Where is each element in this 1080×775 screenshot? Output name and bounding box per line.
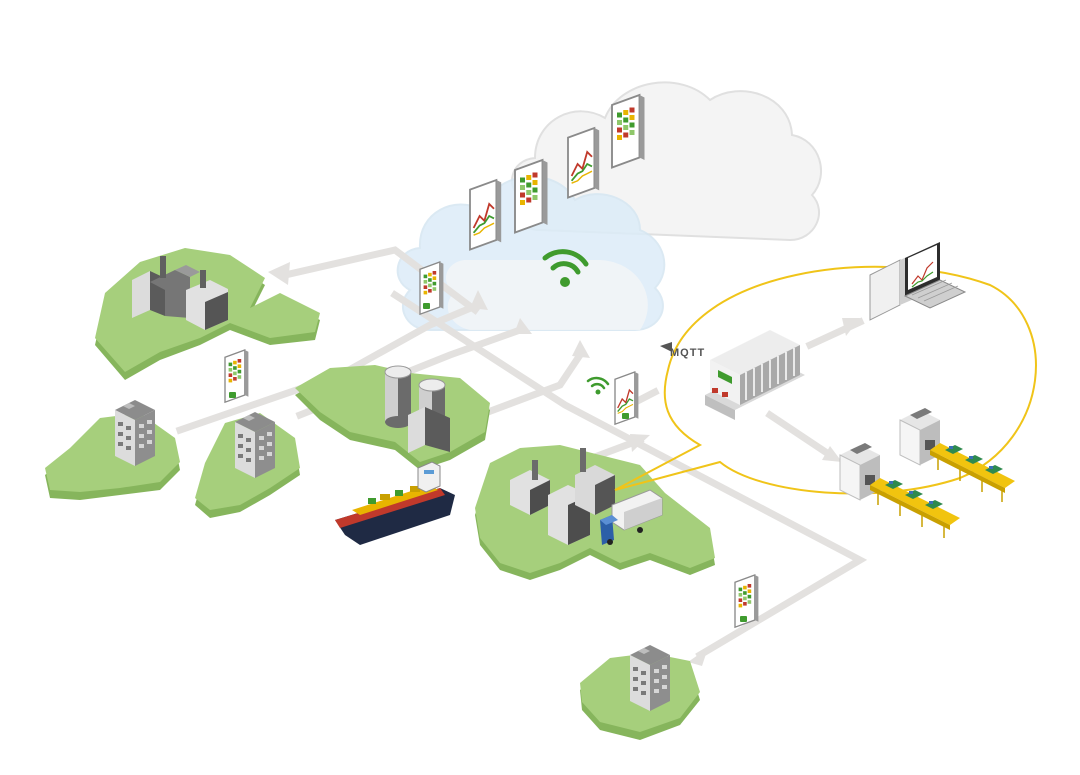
storage-tank-icon	[384, 365, 412, 428]
cloud-icon	[396, 81, 822, 331]
factory-icon	[408, 407, 450, 453]
production-machine-icon	[839, 443, 880, 501]
report-document-icon	[567, 127, 601, 199]
factory-icon	[510, 448, 615, 545]
office-building-icon	[235, 412, 275, 478]
heatmap-document-icon	[611, 94, 646, 169]
conveyor-belt-icon	[870, 478, 960, 538]
conveyor-belt-icon	[930, 443, 1015, 502]
edge-gateway-icon	[705, 330, 805, 420]
office-building-icon	[630, 645, 670, 711]
heatmap-document-icon	[224, 349, 250, 403]
report-document-icon	[469, 179, 503, 251]
wifi-icon	[542, 249, 589, 287]
gateway-zoom-callout	[614, 265, 1037, 495]
mqtt-arrow	[660, 342, 672, 352]
production-machine-icon	[899, 408, 940, 466]
arrow-heads	[268, 262, 860, 666]
wifi-icon	[586, 376, 610, 395]
office-building-icon	[115, 400, 155, 466]
heatmap-document-icon	[514, 159, 549, 234]
lock-icon	[229, 303, 747, 622]
laptop-icon	[869, 242, 967, 321]
mqtt-label: MQTT	[670, 347, 705, 359]
south-america-landmass	[45, 413, 180, 500]
container-ship-icon	[335, 461, 455, 545]
factory-icon	[132, 256, 228, 330]
truck-icon	[600, 489, 663, 545]
